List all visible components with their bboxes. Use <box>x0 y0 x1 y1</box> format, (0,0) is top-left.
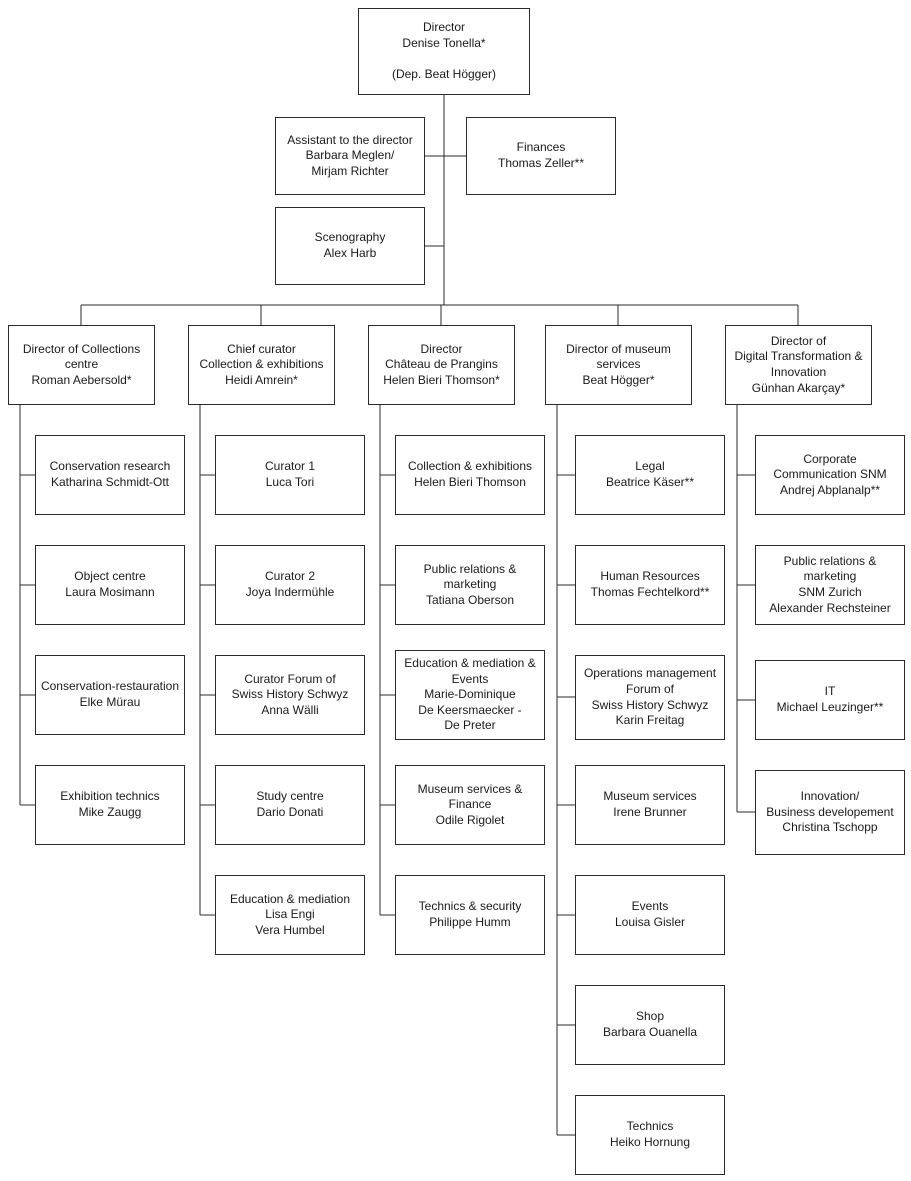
node-curator-2: Curator 2 Joya Indermühle <box>215 545 365 625</box>
node-conservation-restauration: Conservation-restauration Elke Mürau <box>35 655 185 735</box>
node-it: IT Michael Leuzinger** <box>755 660 905 740</box>
node-technics: Technics Heiko Hornung <box>575 1095 725 1175</box>
connector-col-4 <box>556 405 575 1136</box>
node-education-mediation-events: Education & mediation & Events Marie-Dom… <box>395 650 545 740</box>
node-collections-centre-director: Director of Collections centre Roman Aeb… <box>8 325 155 405</box>
connector-col-3 <box>379 405 395 916</box>
node-assistant-to-director: Assistant to the director Barbara Meglen… <box>275 117 425 195</box>
connector-staff-links <box>425 155 466 247</box>
node-object-centre: Object centre Laura Mosimann <box>35 545 185 625</box>
node-director: Director Denise Tonella* (Dep. Beat Högg… <box>358 8 530 95</box>
connector-director-spine <box>80 95 799 325</box>
node-events: Events Louisa Gisler <box>575 875 725 955</box>
node-technics-security: Technics & security Philippe Humm <box>395 875 545 955</box>
node-public-relations-marketing-zurich: Public relations & marketing SNM Zurich … <box>755 545 905 625</box>
node-curator-forum-schwyz: Curator Forum of Swiss History Schwyz An… <box>215 655 365 735</box>
node-collection-exhibitions: Collection & exhibitions Helen Bieri Tho… <box>395 435 545 515</box>
node-education-mediation: Education & mediation Lisa Engi Vera Hum… <box>215 875 365 955</box>
node-finances: Finances Thomas Zeller** <box>466 117 616 195</box>
node-public-relations-marketing-prangins: Public relations & marketing Tatiana Obe… <box>395 545 545 625</box>
node-curator-1: Curator 1 Luca Tori <box>215 435 365 515</box>
node-conservation-research: Conservation research Katharina Schmidt-… <box>35 435 185 515</box>
node-study-centre: Study centre Dario Donati <box>215 765 365 845</box>
node-museum-services-director: Director of museum services Beat Högger* <box>545 325 692 405</box>
node-shop: Shop Barbara Ouanella <box>575 985 725 1065</box>
connector-col-1 <box>19 405 35 806</box>
node-chief-curator: Chief curator Collection & exhibitions H… <box>188 325 335 405</box>
connector-col-5 <box>736 405 755 813</box>
node-exhibition-technics: Exhibition technics Mike Zaugg <box>35 765 185 845</box>
connector-col-2 <box>199 405 215 916</box>
node-prangins-director: Director Château de Prangins Helen Bieri… <box>368 325 515 405</box>
node-innovation-business-development: Innovation/ Business developement Christ… <box>755 770 905 855</box>
node-digital-transformation-director: Director of Digital Transformation & Inn… <box>725 325 872 405</box>
node-museum-services-finance: Museum services & Finance Odile Rigolet <box>395 765 545 845</box>
node-corporate-communication: Corporate Communication SNM Andrej Abpla… <box>755 435 905 515</box>
node-human-resources: Human Resources Thomas Fechtelkord** <box>575 545 725 625</box>
node-museum-services: Museum services Irene Brunner <box>575 765 725 845</box>
node-scenography: Scenography Alex Harb <box>275 207 425 285</box>
node-legal: Legal Beatrice Käser** <box>575 435 725 515</box>
node-operations-management-schwyz: Operations management Forum of Swiss His… <box>575 655 725 740</box>
